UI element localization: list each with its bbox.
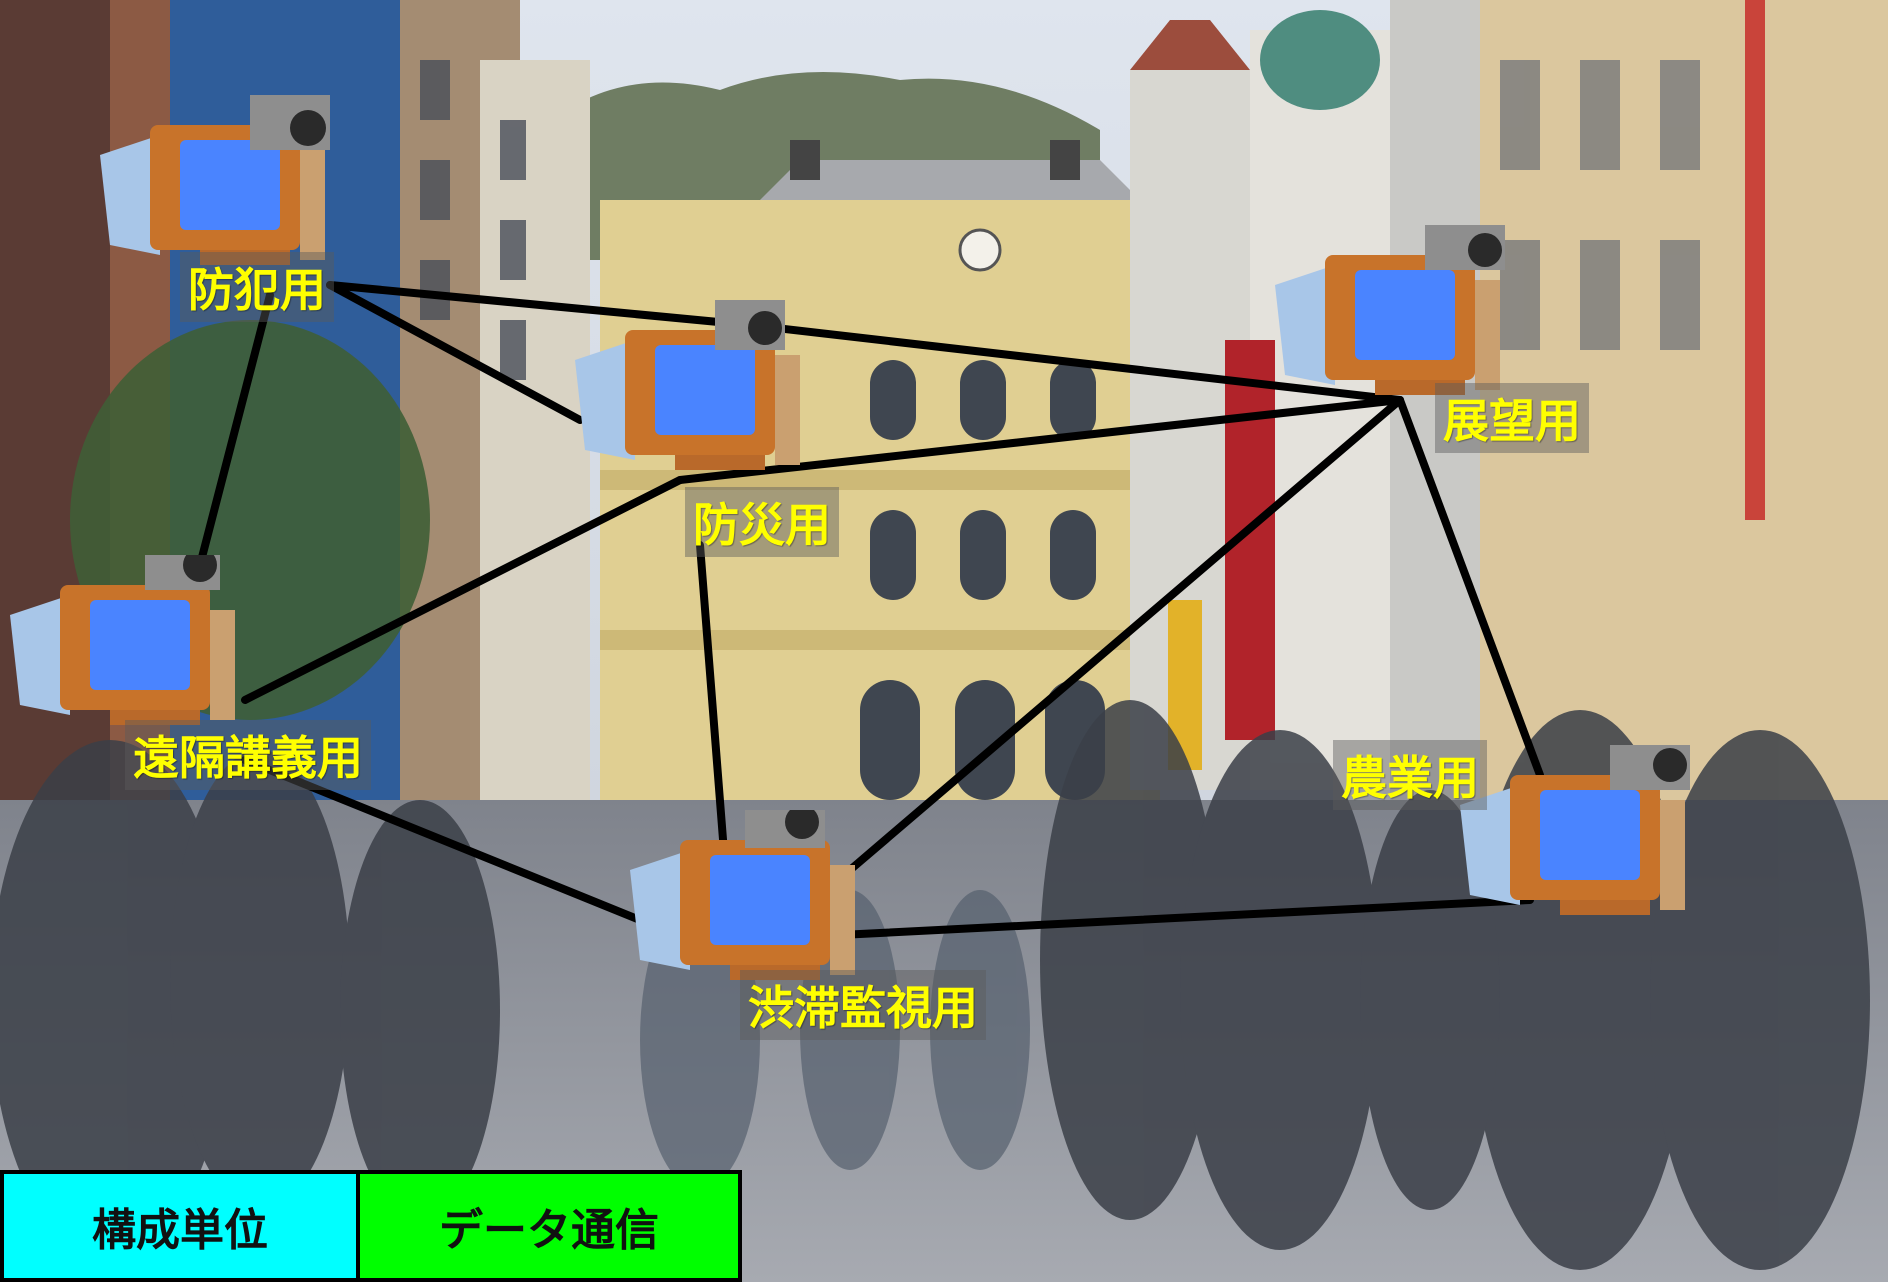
link-disaster-lecture — [241, 476, 684, 704]
network-links — [196, 281, 1544, 939]
link-crime-disaster — [326, 281, 754, 329]
legend-comm: データ通信 — [356, 1170, 742, 1282]
link-traffic-agri — [836, 896, 1534, 939]
label-traffic: 渋滞監視用 — [740, 970, 986, 1040]
link-disaster-view-lower — [676, 396, 1404, 484]
node-crime — [100, 85, 360, 285]
link-view-agri — [1396, 396, 1544, 779]
node-view — [1275, 215, 1535, 415]
monitor-camera-icon — [10, 535, 235, 725]
link-disaster-traffic — [696, 541, 729, 869]
monitor-camera-icon — [100, 85, 340, 265]
link-crime-lecture — [196, 291, 274, 569]
monitor-camera-icon — [1460, 733, 1690, 915]
link-view-traffic — [846, 396, 1404, 874]
security-camera-icon — [1425, 215, 1505, 270]
legend-unit: 構成単位 — [0, 1170, 360, 1282]
link-disaster-view — [746, 321, 1404, 404]
security-camera-icon — [250, 85, 340, 150]
label-lecture: 遠隔講義用 — [125, 720, 371, 790]
security-camera-icon — [145, 535, 220, 590]
security-camera-icon — [745, 790, 825, 848]
node-disaster — [575, 295, 835, 490]
label-disaster: 防災用 — [685, 487, 839, 557]
security-camera-icon — [1610, 733, 1690, 790]
link-crime-disaster-lower — [326, 281, 584, 424]
security-camera-icon — [715, 295, 785, 350]
link-lecture-traffic — [241, 756, 644, 924]
monitor-camera-icon — [575, 295, 800, 470]
node-lecture — [10, 535, 270, 745]
label-view: 展望用 — [1435, 383, 1589, 453]
label-agri: 農業用 — [1333, 740, 1487, 810]
label-crime: 防犯用 — [180, 252, 334, 322]
monitor-camera-icon — [1275, 215, 1505, 395]
node-agri — [1460, 733, 1720, 935]
